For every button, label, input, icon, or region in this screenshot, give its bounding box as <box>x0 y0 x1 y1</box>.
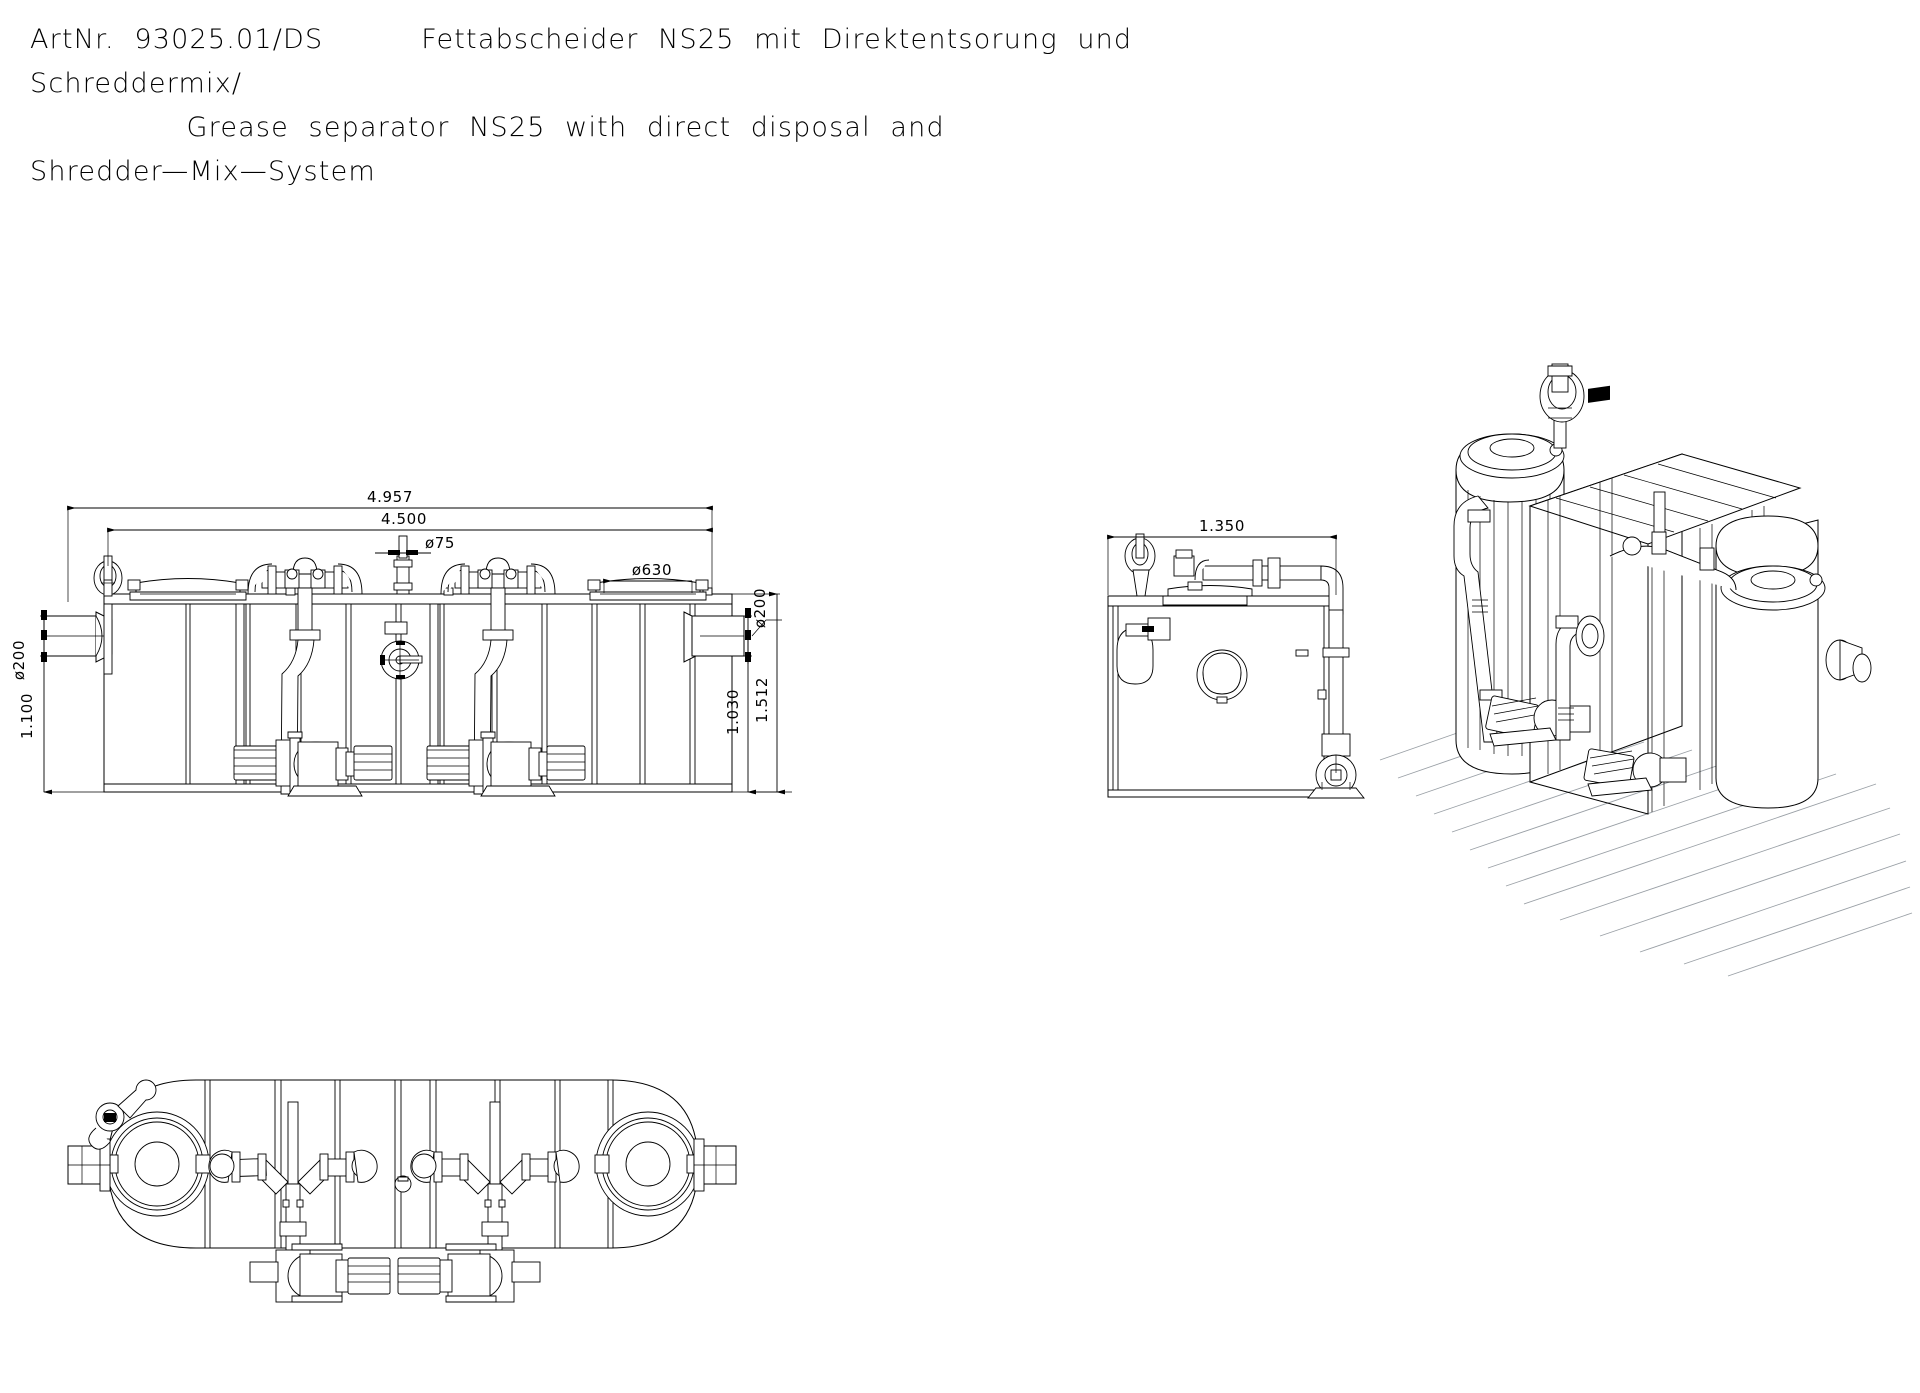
dim-manhole-diameter: ø630 <box>603 561 693 593</box>
dim-overall-length-label: 4.957 <box>367 488 413 506</box>
side-siphon <box>1116 617 1171 685</box>
iso-vent-stack <box>1539 363 1585 449</box>
plan-manhole-right <box>594 1111 702 1217</box>
plan-lifting-eye <box>88 1079 157 1150</box>
iso-outlet-stub <box>1825 639 1872 683</box>
dim-overall-width-label: 1.350 <box>1199 517 1245 535</box>
dim-outlet-height-right-label: 1.030 <box>724 689 742 735</box>
iso-manhole-front <box>1720 565 1826 611</box>
plan-pump-1 <box>249 1243 391 1303</box>
front-vent-pipe <box>393 535 413 595</box>
front-outlet-nozzle-right <box>683 611 745 663</box>
dim-tank-length-label: 4.500 <box>381 510 427 528</box>
iso-tank-front <box>1715 515 1872 809</box>
plan-inlet-nozzle <box>67 1138 111 1192</box>
plan-centre-fitting <box>394 1175 412 1193</box>
front-view-dimensions: 4.957 4.500 ø75 ø630 <box>10 488 792 795</box>
side-header-pipe <box>1173 549 1344 615</box>
dim-inlet-diameter-left-label: ø200 <box>10 640 28 680</box>
dim-overall-length: 4.957 <box>67 488 713 602</box>
plan-shredder-assembly-1 <box>208 1101 391 1303</box>
dim-overall-height-label: 1.512 <box>753 677 771 723</box>
front-elevation-view: 4.957 4.500 ø75 ø630 <box>10 488 792 797</box>
title-block: ArtNr. 93025.01/DS Fettabscheider NS25 m… <box>0 0 1590 194</box>
front-manhole-right <box>587 578 709 601</box>
front-shredder-assembly-1 <box>233 557 393 797</box>
side-base <box>1107 789 1337 798</box>
plan-view <box>67 1079 737 1303</box>
isometric-view <box>1379 363 1913 977</box>
dim-inlet-height-left-label: 1.100 <box>18 693 36 739</box>
dim-vent-diameter: ø75 <box>375 534 455 555</box>
dim-inlet-height-left: 1.100 <box>18 636 108 795</box>
iso-pump-right <box>1583 748 1687 797</box>
dim-inlet-left: ø200 <box>10 610 48 680</box>
side-lifting-eye <box>1124 533 1156 597</box>
plan-shredder-assembly-2 <box>397 1101 580 1303</box>
plan-outlet-nozzle <box>693 1138 737 1192</box>
plan-pump-2 <box>397 1243 541 1303</box>
side-inlet-bell <box>1196 649 1248 704</box>
title-line-4: Shredder—Mix—System <box>30 156 376 187</box>
dim-tank-length: 4.500 <box>107 510 713 566</box>
dim-overall-width: 1.350 <box>1107 517 1337 595</box>
front-tank-ribs <box>185 603 696 785</box>
front-inlet-nozzle-left <box>43 603 113 675</box>
front-shredder-assembly-2 <box>426 557 586 797</box>
front-tank-body <box>103 587 733 793</box>
dim-outlet-right: ø200 <box>744 588 782 664</box>
front-manhole-left <box>127 578 249 601</box>
dim-vent-diameter-label: ø75 <box>425 534 455 552</box>
side-pump-riser <box>1295 609 1365 799</box>
title-line-1: ArtNr. 93025.01/DS Fettabscheider NS25 m… <box>30 24 1133 55</box>
plan-manhole-left <box>103 1111 211 1217</box>
front-control-flange <box>380 621 423 680</box>
title-line-2: Schreddermix/ <box>30 68 243 99</box>
side-elevation-view: 1.350 <box>1107 517 1365 799</box>
side-manhole <box>1162 581 1253 606</box>
iso-flange <box>1575 615 1605 657</box>
iso-manhole-rear <box>1459 433 1565 479</box>
iso-pipework-right <box>1555 491 1737 797</box>
title-line-3: Grease separator NS25 with direct dispos… <box>30 112 945 143</box>
dim-overall-height: 1.512 <box>732 591 786 795</box>
dim-manhole-diameter-label: ø630 <box>632 561 672 579</box>
side-rib-left <box>1112 605 1119 791</box>
dim-outlet-diameter-right-label: ø200 <box>751 588 769 628</box>
